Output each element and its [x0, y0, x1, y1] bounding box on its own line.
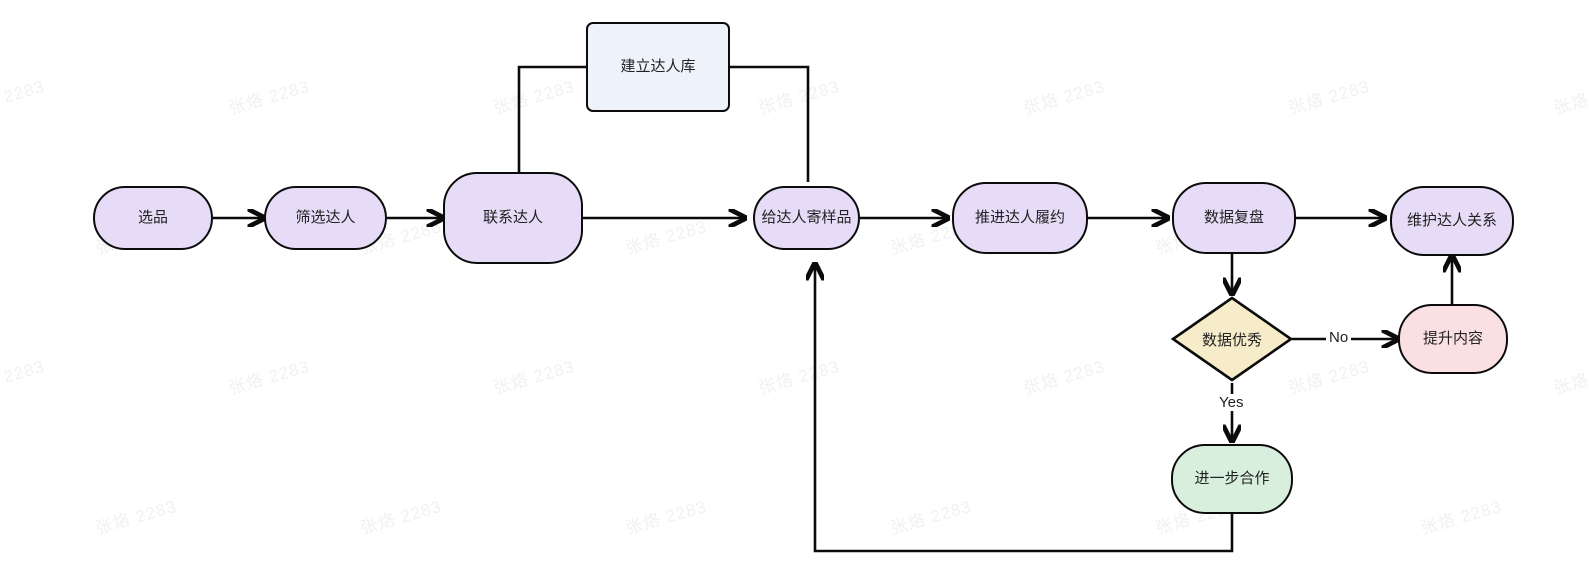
edge-label-no: No [1326, 329, 1352, 346]
node-jianli-daren-ku[interactable]: 建立达人库 [586, 22, 730, 112]
node-shuju-youxiu-decision[interactable]: 数据优秀 [1170, 295, 1294, 383]
node-shuju-youxiu-label: 数据优秀 [1201, 331, 1262, 349]
node-jinyibu-hezuo-label: 进一步合作 [1194, 470, 1270, 487]
node-gei-daren-ji-yangpin-label: 给达人寄样品 [761, 209, 852, 226]
node-weihu-daren-guanxi[interactable]: 维护达人关系 [1390, 186, 1514, 256]
edge-daren-ku-to-jiyangpin [730, 65, 810, 182]
node-lianxi-daren[interactable]: 联系达人 [443, 172, 583, 264]
node-jianli-daren-ku-label: 建立达人库 [620, 58, 696, 75]
node-tuijin-daren-lvyue-label: 推进达人履约 [974, 209, 1065, 226]
node-xuanpin[interactable]: 选品 [93, 186, 213, 250]
node-xuanpin-label: 选品 [137, 209, 168, 226]
node-shuju-fupan-label: 数据复盘 [1203, 209, 1264, 226]
node-gei-daren-ji-yangpin[interactable]: 给达人寄样品 [753, 186, 860, 250]
node-tisheng-neirong-label: 提升内容 [1422, 330, 1483, 347]
node-weihu-daren-guanxi-label: 维护达人关系 [1406, 212, 1497, 229]
node-tisheng-neirong[interactable]: 提升内容 [1398, 304, 1508, 374]
edge-hezuo-to-jiyangpin-feedback [815, 264, 1234, 553]
diamond-shape [1170, 296, 1294, 382]
node-shuju-fupan[interactable]: 数据复盘 [1172, 182, 1296, 254]
node-jinyibu-hezuo[interactable]: 进一步合作 [1171, 444, 1293, 514]
node-tuijin-daren-lvyue[interactable]: 推进达人履约 [952, 182, 1088, 254]
node-shaixuan-daren[interactable]: 筛选达人 [264, 186, 387, 250]
node-shaixuan-daren-label: 筛选达人 [295, 209, 356, 226]
node-lianxi-daren-label: 联系达人 [482, 209, 543, 226]
edge-label-yes: Yes [1216, 394, 1247, 411]
edge-lianxi-to-daren-ku [517, 65, 586, 172]
